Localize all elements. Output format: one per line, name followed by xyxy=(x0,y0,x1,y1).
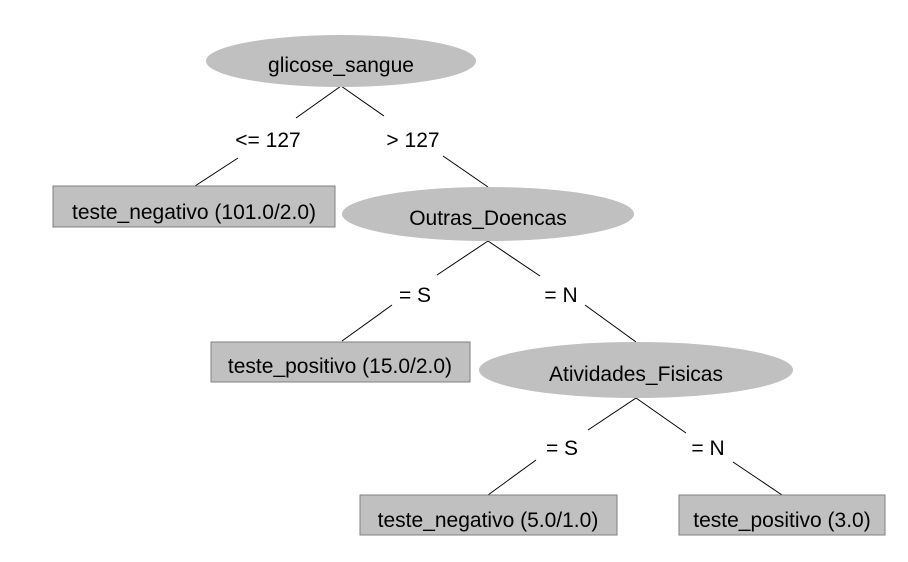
node-root-label: glicose_sangue xyxy=(268,54,414,77)
leaf-3-label: teste_negativo (5.0/1.0) xyxy=(378,509,599,532)
edge-label-atividades-right: = N xyxy=(691,437,724,460)
node-outras-doencas: Outras_Doencas xyxy=(342,187,634,241)
node-root: glicose_sangue xyxy=(206,35,476,87)
leaf-teste-negativo-2: teste_negativo (5.0/1.0) xyxy=(359,494,618,536)
node-atividades-fisicas: Atividades_Fisicas xyxy=(479,342,793,398)
leaf-teste-negativo-1: teste_negativo (101.0/2.0) xyxy=(52,185,336,228)
edge-outras-right: = N xyxy=(487,240,637,343)
leaf-teste-positivo-1: teste_positivo (15.0/2.0) xyxy=(210,341,471,383)
edge-root-right: > 127 xyxy=(340,85,489,188)
edge-atividades-left: = S xyxy=(487,397,637,496)
edge-label-outras-left: = S xyxy=(399,284,431,307)
leaf-4-label: teste_positivo (3.0) xyxy=(693,509,870,532)
edge-root-left: <= 127 xyxy=(194,85,342,187)
edge-label-root-right: > 127 xyxy=(386,129,439,152)
edge-label-outras-right: = N xyxy=(544,284,577,307)
node-outras-doencas-label: Outras_Doencas xyxy=(409,207,567,230)
leaf-2-label: teste_positivo (15.0/2.0) xyxy=(228,355,452,378)
edge-label-root-left: <= 127 xyxy=(235,129,300,152)
node-atividades-fisicas-label: Atividades_Fisicas xyxy=(549,363,723,386)
edge-atividades-right: = N xyxy=(635,397,783,496)
edge-label-atividades-left: = S xyxy=(546,437,578,460)
leaf-1-label: teste_negativo (101.0/2.0) xyxy=(72,201,316,224)
edge-outras-left: = S xyxy=(341,240,489,342)
leaf-teste-positivo-2: teste_positivo (3.0) xyxy=(678,494,886,536)
